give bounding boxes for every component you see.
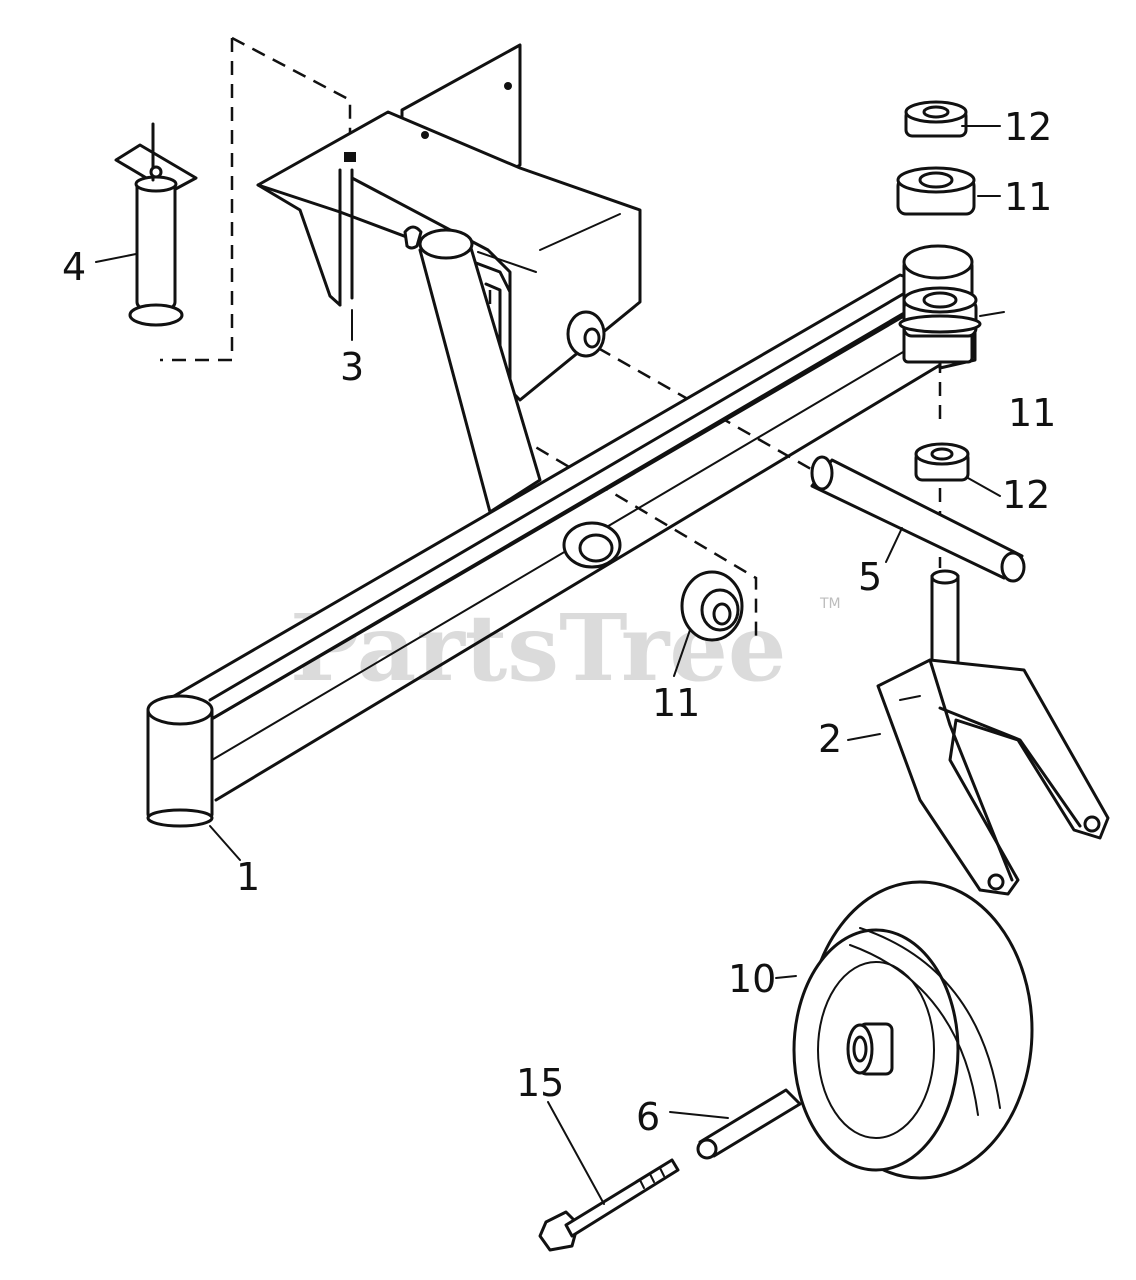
callout-10: 10 xyxy=(728,957,776,1001)
watermark-trademark: TM xyxy=(819,596,841,612)
callout-3: 3 xyxy=(340,345,364,389)
callout-15: 15 xyxy=(516,1061,564,1105)
callout-12-top: 12 xyxy=(1004,105,1052,149)
callout-11-bottom: 11 xyxy=(1008,391,1056,435)
part-11-bushing-arm xyxy=(680,570,744,642)
callout-6: 6 xyxy=(636,1095,660,1139)
callout-1: 1 xyxy=(236,855,260,899)
callout-12-bottom: 12 xyxy=(1002,473,1050,517)
callout-labels: 4 3 12 11 11 12 5 2 1 11 10 6 15 xyxy=(62,105,1056,1139)
part-12-collar-bottom xyxy=(914,442,970,482)
part-4-pin xyxy=(114,122,198,327)
part-5-axle-rod xyxy=(810,455,1026,583)
part-11-bushing-bottom xyxy=(898,286,982,338)
callout-2: 2 xyxy=(818,717,842,761)
part-10-wheel xyxy=(792,880,1034,1180)
callout-11-top: 11 xyxy=(1004,175,1052,219)
callout-5: 5 xyxy=(858,555,882,599)
part-12-collar-top xyxy=(904,100,968,138)
callout-leaders xyxy=(95,125,1005,1205)
callout-4: 4 xyxy=(62,245,86,289)
callout-11-arm: 11 xyxy=(652,681,700,725)
part-6-spacer-tube xyxy=(696,1088,802,1160)
part-15-bolt xyxy=(538,1158,680,1252)
part-2-caster-fork xyxy=(876,569,1110,896)
part-11-bushing-top xyxy=(896,166,976,216)
